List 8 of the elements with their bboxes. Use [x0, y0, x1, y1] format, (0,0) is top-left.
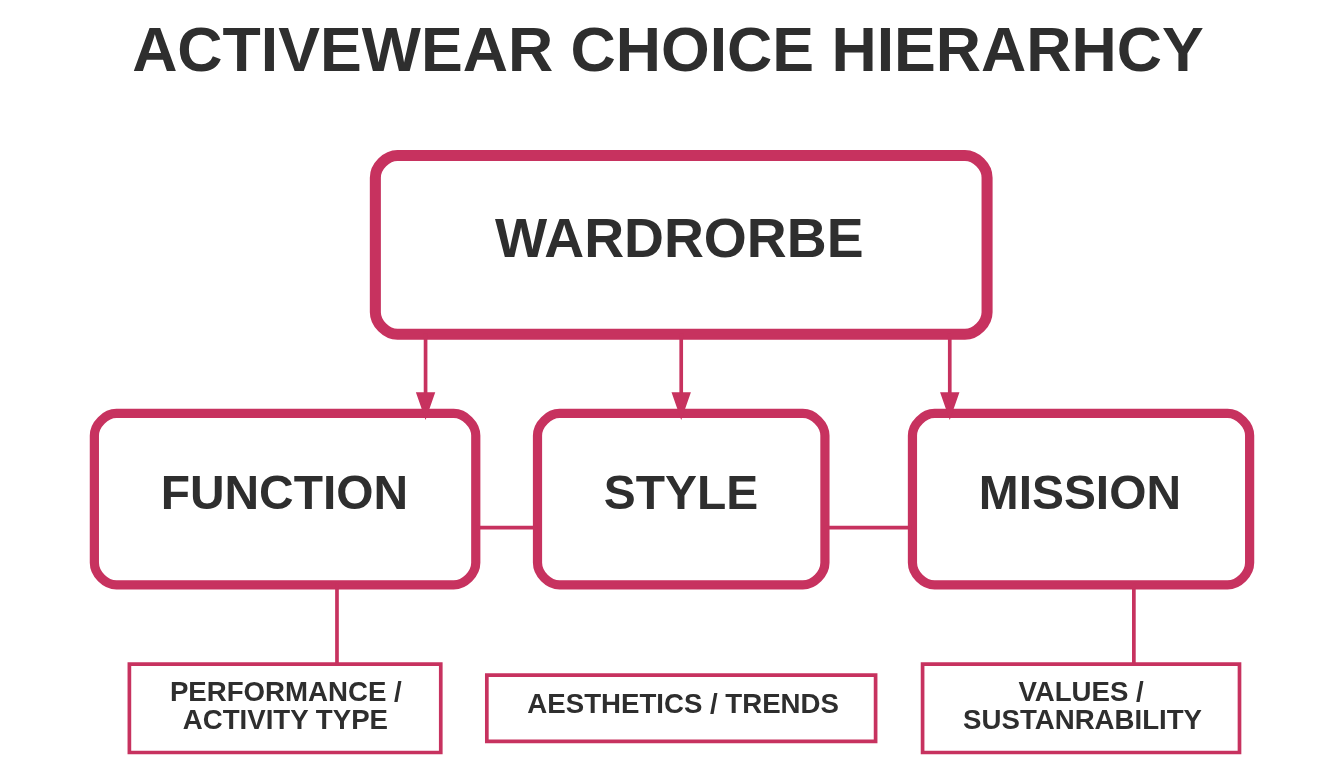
- node-box: AESTHETICS / TRENDS: [485, 673, 878, 744]
- node-box: STYLE: [532, 408, 830, 590]
- diagram-title: ACTIVEWEAR CHOICE HIERARHCY: [132, 14, 1204, 85]
- node-box: VALUES / SUSTANRABILITY: [920, 662, 1242, 755]
- node-box: PERFORMANCE / ACTIVITY TYPE: [127, 662, 443, 755]
- node-box: FUNCTION: [89, 408, 481, 590]
- node-box: MISSION: [907, 408, 1255, 590]
- node-box: WARDRORBE: [369, 150, 993, 340]
